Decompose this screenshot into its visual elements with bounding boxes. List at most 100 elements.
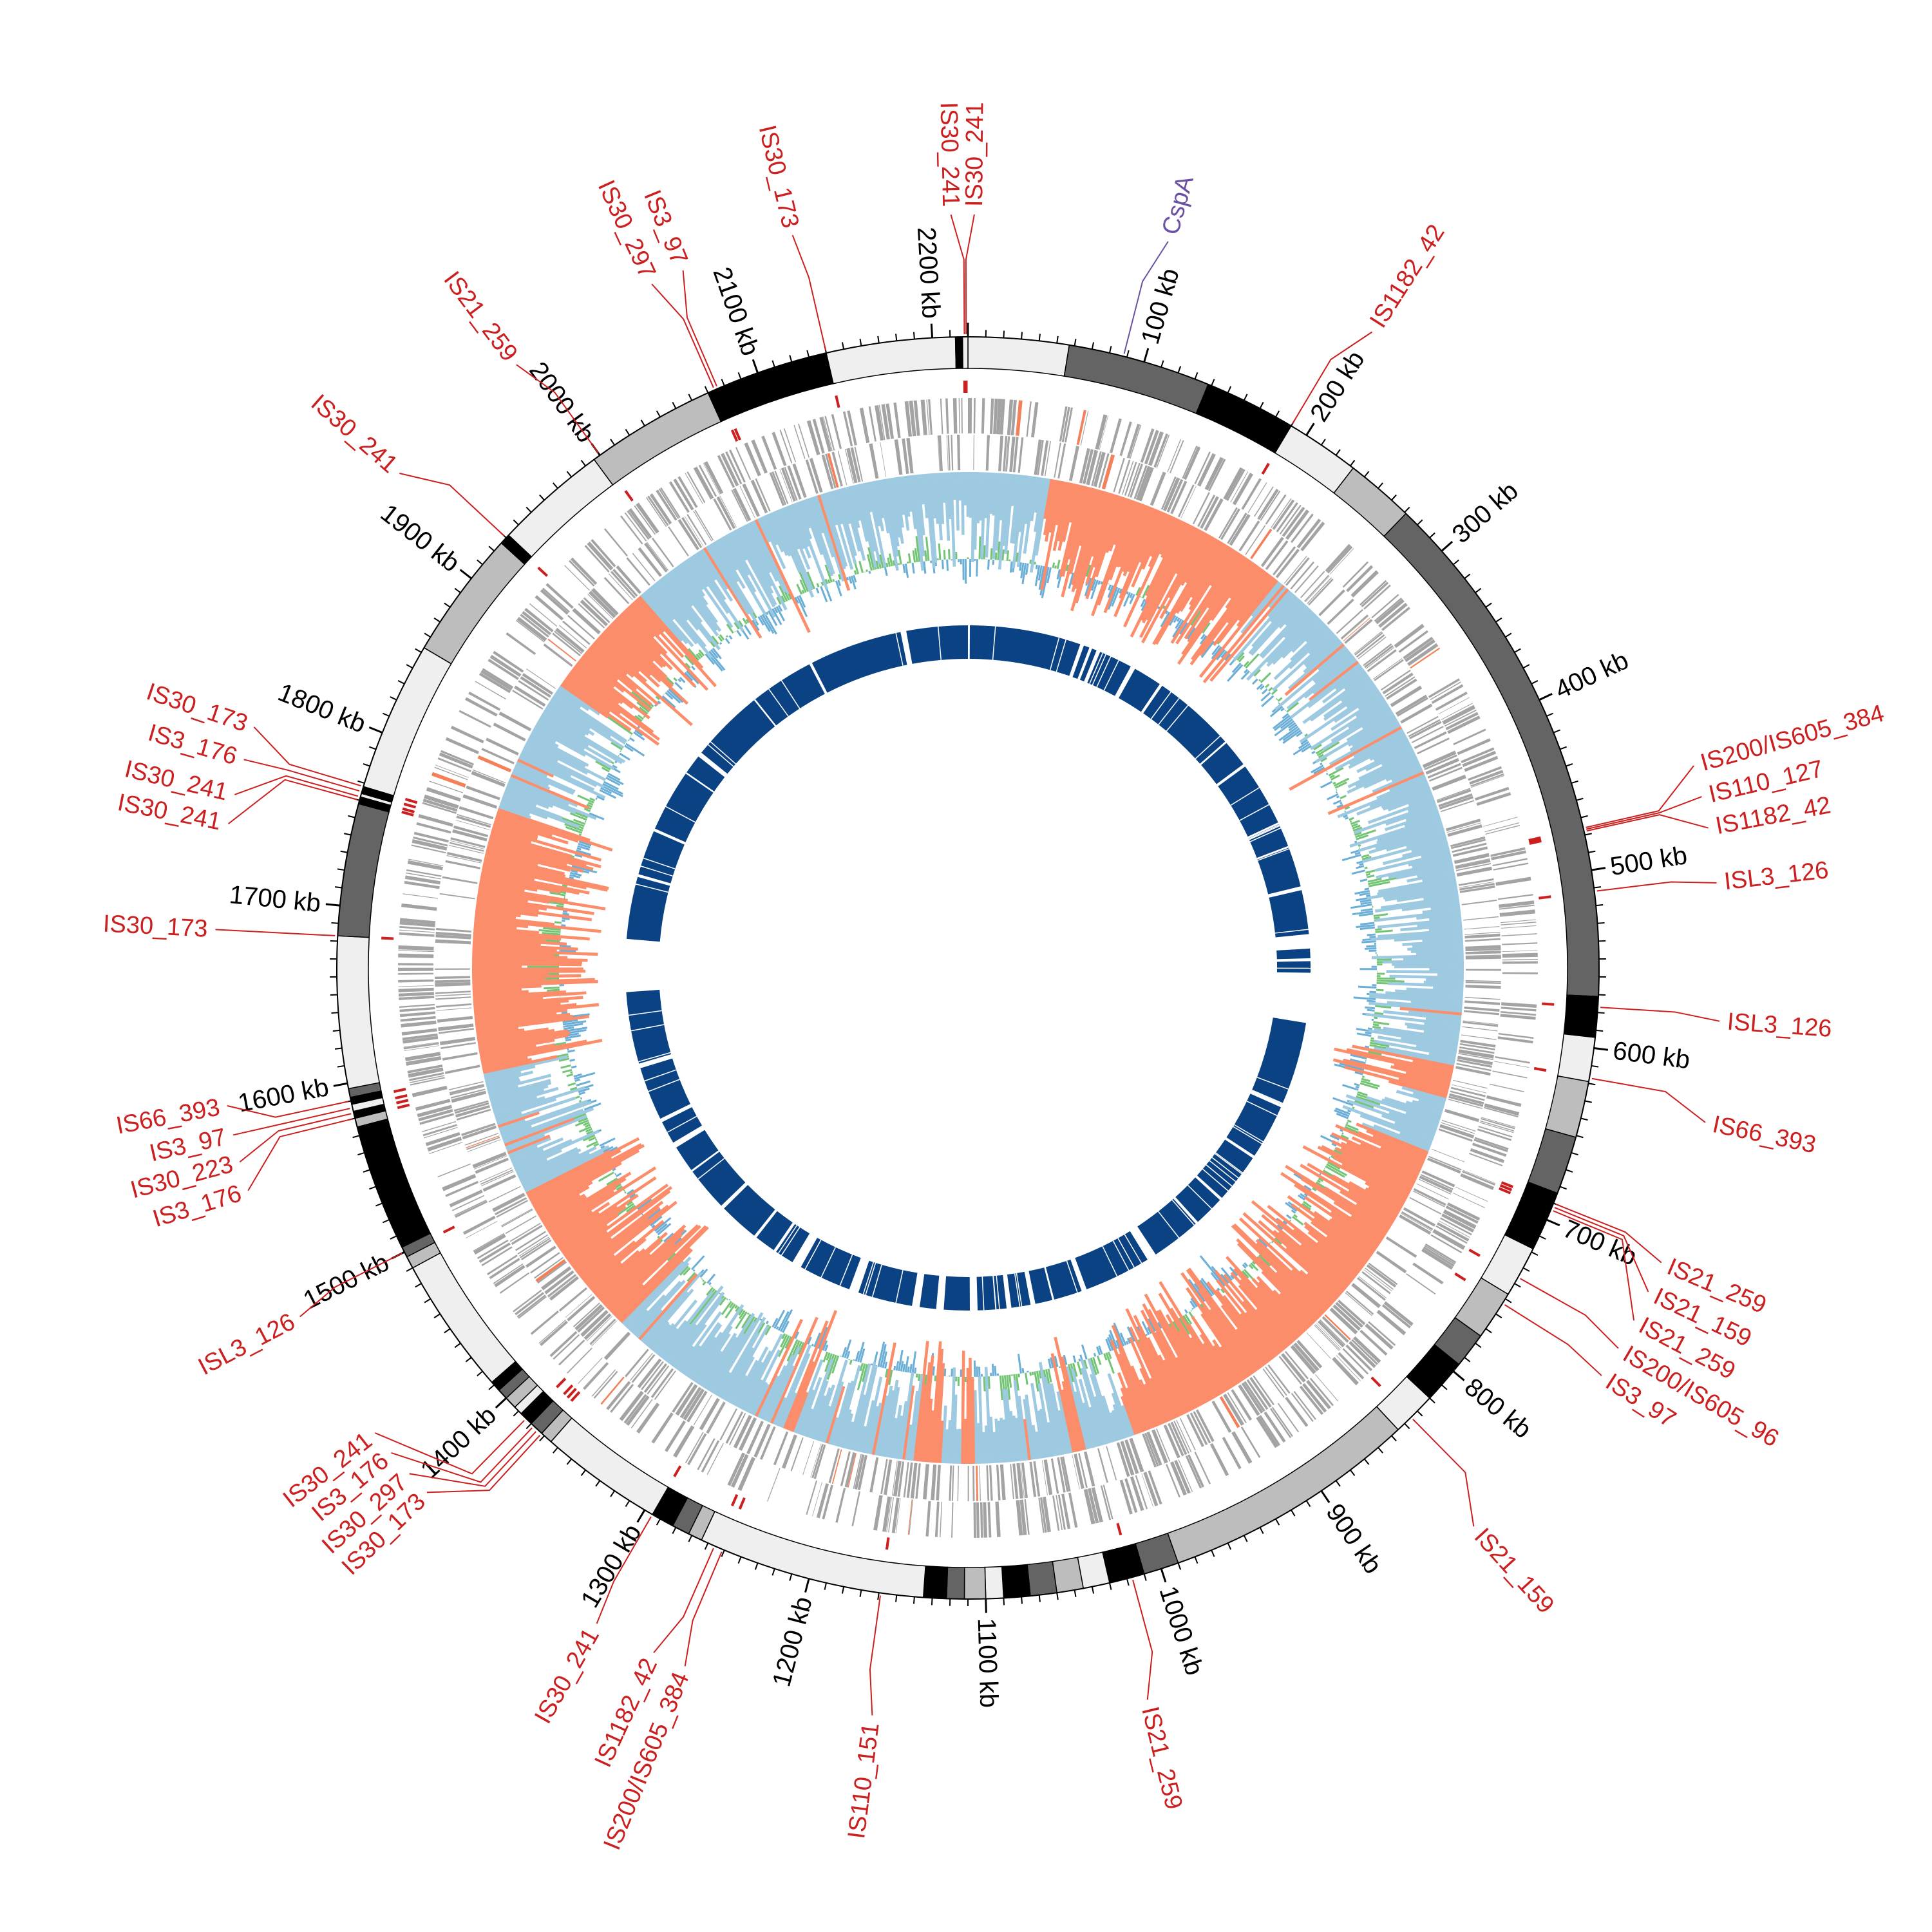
gene bbox=[651, 1412, 674, 1444]
gc-skew-bar bbox=[1399, 1007, 1462, 1016]
insertion-sequence-label[interactable]: IS30_173 bbox=[102, 911, 209, 943]
insertion-sequence-label[interactable]: IS21_259 bbox=[438, 267, 522, 366]
gc-skew-bar bbox=[978, 1376, 984, 1464]
gc-skew-bar bbox=[1289, 625, 1328, 661]
minor-tick bbox=[406, 664, 413, 669]
gene bbox=[793, 424, 806, 459]
gene bbox=[1299, 1385, 1324, 1416]
gene bbox=[1033, 1461, 1041, 1497]
gc-skew-bar bbox=[1189, 544, 1228, 606]
major-tick bbox=[1452, 1370, 1465, 1381]
gc-skew-bar bbox=[1422, 936, 1463, 943]
insertion-sequence-label[interactable]: IS30_241 bbox=[935, 102, 965, 207]
gc-skew-bar bbox=[517, 1147, 578, 1178]
gene-label[interactable]: CspA bbox=[1157, 173, 1199, 238]
gc-skew-bar bbox=[1309, 660, 1359, 701]
gene bbox=[1425, 757, 1460, 775]
gc-skew-bar bbox=[493, 821, 538, 838]
gc-content-bar bbox=[605, 777, 621, 786]
gc-content-bar bbox=[946, 559, 949, 571]
gc-content-bar bbox=[1269, 705, 1283, 717]
conserved-block bbox=[1045, 1259, 1083, 1300]
gc-skew-bar bbox=[507, 781, 597, 820]
gc-skew-bar bbox=[759, 516, 786, 569]
insertion-sequence-label[interactable]: IS21_159 bbox=[1469, 1523, 1559, 1619]
gc-skew-bar bbox=[1313, 1211, 1374, 1255]
gene bbox=[1060, 1457, 1069, 1492]
gc-skew-bar bbox=[1034, 477, 1043, 513]
gc-skew-bar bbox=[480, 875, 562, 894]
gc-skew-bar bbox=[1401, 900, 1460, 912]
insertion-sequence-label[interactable]: IS30_241 bbox=[961, 102, 989, 207]
gc-content-bar bbox=[1282, 713, 1289, 719]
gc-skew-bar bbox=[775, 509, 815, 598]
gene bbox=[869, 1457, 879, 1493]
insertion-sequence-label[interactable]: IS30_241 bbox=[306, 389, 402, 478]
gc-skew-bar bbox=[820, 493, 846, 570]
gc-skew-bar bbox=[1070, 1368, 1095, 1448]
gc-content-bar bbox=[1068, 1364, 1074, 1383]
gene bbox=[1061, 1493, 1071, 1530]
block-separator bbox=[640, 866, 673, 877]
gc-skew-bar bbox=[1216, 1279, 1279, 1357]
gc-content-bar bbox=[1220, 650, 1227, 658]
gene bbox=[553, 1334, 580, 1360]
gc-skew-bar bbox=[543, 709, 586, 737]
gene bbox=[1439, 1217, 1472, 1236]
insertion-sequence-label[interactable]: IS30_173 bbox=[753, 122, 804, 231]
gc-content-bar bbox=[595, 1139, 598, 1141]
ideogram-band bbox=[1027, 1560, 1058, 1597]
gc-skew-bar bbox=[1233, 1267, 1298, 1341]
gc-skew-bar bbox=[481, 1039, 603, 1066]
insertion-sequence-label[interactable]: ISL3_126 bbox=[1723, 857, 1830, 895]
gc-content-bar bbox=[1107, 587, 1119, 610]
minor-tick bbox=[1588, 850, 1596, 853]
minor-tick bbox=[553, 482, 558, 489]
insertion-sequence-label[interactable]: ISL3_126 bbox=[1727, 1009, 1833, 1043]
insertion-sequence-label[interactable]: IS21_259 bbox=[1136, 1704, 1188, 1812]
gene bbox=[1329, 1307, 1358, 1335]
gene bbox=[1462, 1026, 1498, 1032]
gc-content-bar bbox=[565, 1034, 581, 1039]
gene bbox=[1501, 922, 1537, 925]
gene bbox=[1367, 649, 1397, 672]
insertion-sequence-label[interactable]: IS66_393 bbox=[1710, 1111, 1819, 1159]
gene bbox=[1238, 520, 1260, 552]
gc-skew-bar bbox=[701, 1332, 737, 1388]
gc-skew-bar bbox=[1056, 1391, 1073, 1454]
gc-content-bar bbox=[1340, 1129, 1343, 1132]
gc-skew-bar bbox=[708, 1332, 746, 1392]
gc-skew-bar bbox=[1380, 895, 1459, 910]
gc-skew-bar bbox=[1339, 1189, 1394, 1225]
gc-skew-bar bbox=[994, 473, 1003, 551]
gc-skew-bar bbox=[933, 473, 940, 524]
gc-skew-bar bbox=[1050, 1353, 1075, 1453]
gc-skew-bar bbox=[675, 565, 719, 623]
gene bbox=[999, 1464, 1006, 1501]
gc-skew-bar bbox=[1075, 492, 1111, 603]
gc-skew-bar bbox=[1046, 1422, 1056, 1457]
insertion-sequence-label[interactable]: IS1182_42 bbox=[1365, 220, 1450, 332]
insertion-sequence-label[interactable]: ISL3_126 bbox=[194, 1308, 299, 1381]
gc-content-bar bbox=[1065, 564, 1069, 572]
gene bbox=[1173, 1421, 1189, 1454]
gene bbox=[798, 423, 810, 458]
block-separator bbox=[1251, 1089, 1283, 1104]
gc-skew-bar bbox=[515, 1149, 562, 1173]
gc-content-bar bbox=[685, 662, 691, 669]
gc-skew-bar bbox=[1018, 1396, 1028, 1461]
gc-content-bar bbox=[826, 1352, 831, 1361]
gene bbox=[949, 1465, 952, 1501]
gc-content-bar bbox=[761, 614, 775, 634]
gene bbox=[869, 443, 879, 479]
gene bbox=[750, 479, 768, 514]
insertion-sequence-label[interactable]: IS30_241 bbox=[529, 1624, 605, 1728]
gene bbox=[1057, 1494, 1066, 1530]
gc-skew-bar bbox=[754, 518, 811, 633]
gc-skew-bar bbox=[874, 480, 885, 518]
gc-content-bar bbox=[1293, 743, 1311, 756]
gc-skew-bar bbox=[1012, 475, 1026, 569]
gc-skew-bar bbox=[1139, 527, 1199, 638]
insertion-sequence-label[interactable]: IS110_151 bbox=[843, 1721, 885, 1841]
gc-content-bar bbox=[565, 1038, 572, 1042]
